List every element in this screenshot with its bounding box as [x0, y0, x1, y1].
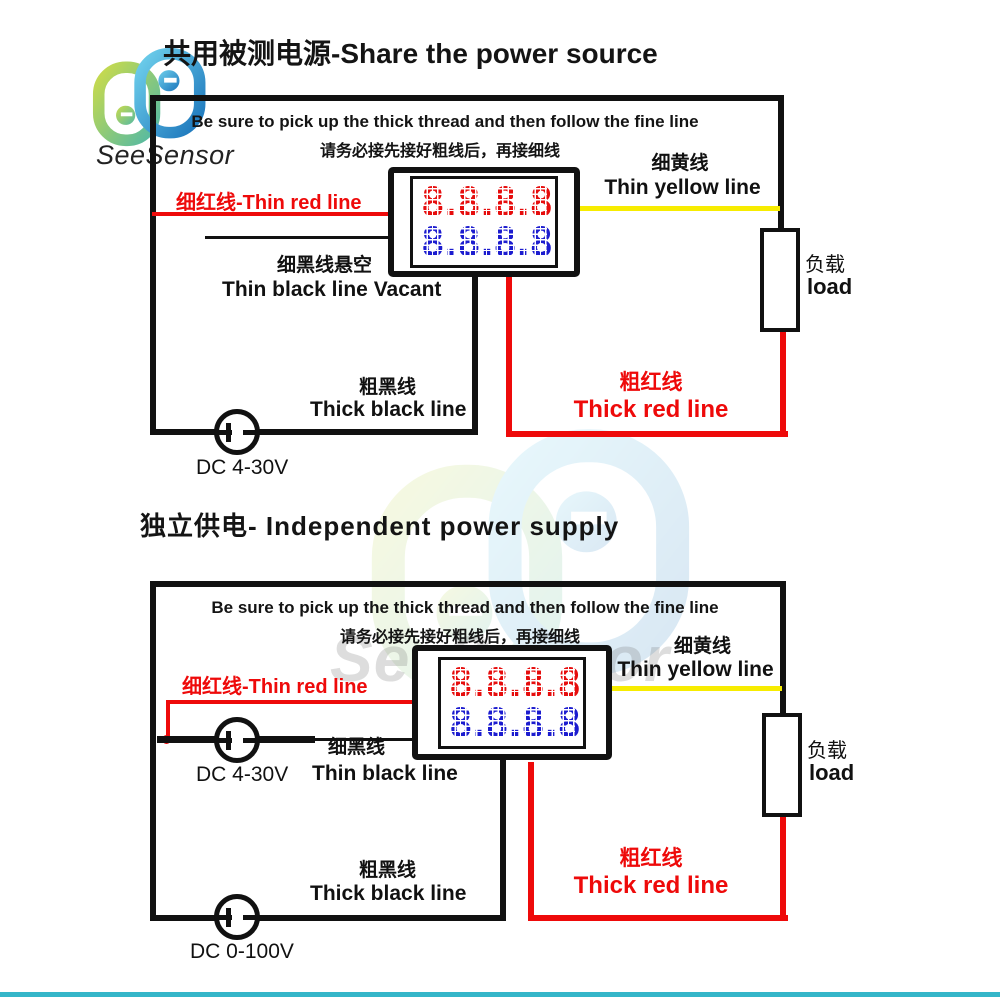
d2-load-resistor: [762, 713, 802, 817]
d2-dc-source-top-symbol: [214, 717, 260, 763]
d1-amp-digits: 8.8.8.8: [420, 220, 553, 266]
d1-wire-display-black-stub: [472, 274, 478, 435]
d2-thick-black-label-en: Thick black line: [310, 882, 467, 905]
d1-wire-right: [778, 95, 784, 232]
d2-wire-red-vertical-left: [528, 762, 534, 921]
d1-meter-display-inner: 8.8.8.8 8.8.8.8: [409, 176, 559, 268]
d1-wire-red-bottom: [506, 431, 788, 437]
d2-note-en: Be sure to pick up the thick thread and …: [211, 598, 719, 617]
d2-thin-red-wire-v: [166, 700, 170, 740]
d1-meter-display: 8.8.8.8 8.8.8.8: [388, 167, 580, 277]
d1-wire-red-vertical-right: [780, 330, 786, 437]
d1-thin-red-wire: [152, 212, 390, 216]
diagram2-title: 独立供电- Independent power supply: [140, 511, 620, 541]
brand-logo-text: SeeSensor: [96, 140, 235, 170]
d2-dc-source-bottom-symbol: [214, 894, 260, 940]
d2-dc-bottom-label: DC 0-100V: [190, 940, 294, 963]
d2-meter-display-inner: 8.8.8.8 8.8.8.8: [437, 656, 587, 749]
d1-thin-red-label: 细红线-Thin red line: [176, 192, 362, 214]
dc-source-plus-icon: [226, 908, 231, 927]
dc-source-minus-icon: [243, 915, 256, 920]
bottom-frame-line: [0, 992, 1000, 997]
d2-thin-red-wire-h: [166, 700, 415, 704]
d1-thin-black-wire: [205, 236, 390, 239]
d2-thick-red-label-zh: 粗红线: [619, 847, 683, 870]
d1-volt-digits: 8.8.8.8: [420, 180, 553, 226]
dc-source-plus-icon: [226, 731, 231, 750]
d1-thin-black-label-en: Thin black line Vacant: [222, 278, 442, 301]
d2-wire-red-vertical-right: [780, 815, 786, 921]
d2-dc-top-label: DC 4-30V: [196, 763, 289, 786]
d1-wire-left: [150, 95, 156, 435]
d1-thick-red-label-en: Thick red line: [573, 396, 729, 423]
d1-load-resistor: [760, 228, 800, 332]
d1-wire-red-vertical-left: [506, 276, 512, 437]
brand-logo-icon: [92, 48, 206, 147]
d1-thin-yellow-label-zh: 细黄线: [651, 153, 709, 174]
d2-load-label-en: load: [809, 760, 855, 785]
dc-source-wire-left: [218, 430, 232, 435]
dc-source-wire-left: [218, 915, 232, 920]
dc-source-minus-icon: [243, 738, 256, 743]
d1-dc-source-symbol: [214, 409, 260, 455]
d2-thin-yellow-label-zh: 细黄线: [673, 636, 731, 657]
diagram1-title: 共用被测电源-Share the power source: [163, 38, 658, 69]
d1-thick-red-label-zh: 粗红线: [619, 371, 683, 394]
d2-wire-bottom-black: [150, 915, 505, 921]
d1-thick-black-label-en: Thick black line: [310, 398, 467, 421]
d2-load-label-zh: 负载: [807, 740, 847, 762]
d1-wire-bottom-black: [150, 429, 478, 435]
dc-source-plus-icon: [226, 423, 231, 442]
d2-meter-display: 8.8.8.8 8.8.8.8: [412, 645, 612, 760]
d1-note-en: Be sure to pick up the thick thread and …: [191, 112, 699, 131]
dc-source-minus-icon: [243, 430, 256, 435]
d1-load-label-zh: 负载: [805, 254, 845, 276]
d1-thin-yellow-label-en: Thin yellow line: [604, 176, 761, 199]
d2-note-zh: 请务必接先接好粗线后，再接细线: [339, 629, 580, 646]
d2-volt-digits: 8.8.8.8: [448, 660, 581, 707]
d1-thick-black-label-zh: 粗黑线: [358, 377, 416, 398]
d2-thin-black-label-zh: 细黑线: [328, 737, 386, 758]
d2-thin-black-wire-thin-seg: [315, 738, 415, 741]
d2-thin-yellow-wire: [610, 686, 782, 691]
d2-thin-yellow-label-en: Thin yellow line: [617, 658, 774, 681]
d2-wire-display-black-stub: [500, 760, 506, 921]
d2-wire-top: [150, 581, 786, 587]
d1-load-label-en: load: [807, 274, 853, 299]
d1-wire-top: [150, 95, 784, 101]
d2-wire-left: [150, 581, 156, 921]
d2-thin-red-label: 细红线-Thin red line: [182, 676, 368, 698]
d2-wire-red-bottom: [528, 915, 788, 921]
d2-thick-black-label-zh: 粗黑线: [358, 860, 416, 881]
d2-wire-right: [780, 581, 786, 715]
d2-thin-black-label-en: Thin black line: [312, 762, 458, 785]
dc-source-wire-left: [218, 738, 232, 743]
d1-thin-yellow-wire: [578, 206, 780, 211]
d2-amp-digits: 8.8.8.8: [448, 700, 581, 747]
d2-thick-red-label-en: Thick red line: [573, 872, 729, 899]
d1-note-zh: 请务必接先接好粗线后，再接细线: [319, 143, 560, 160]
d1-thin-black-label-zh: 细黑线悬空: [277, 255, 373, 276]
d1-dc-label: DC 4-30V: [196, 456, 289, 479]
